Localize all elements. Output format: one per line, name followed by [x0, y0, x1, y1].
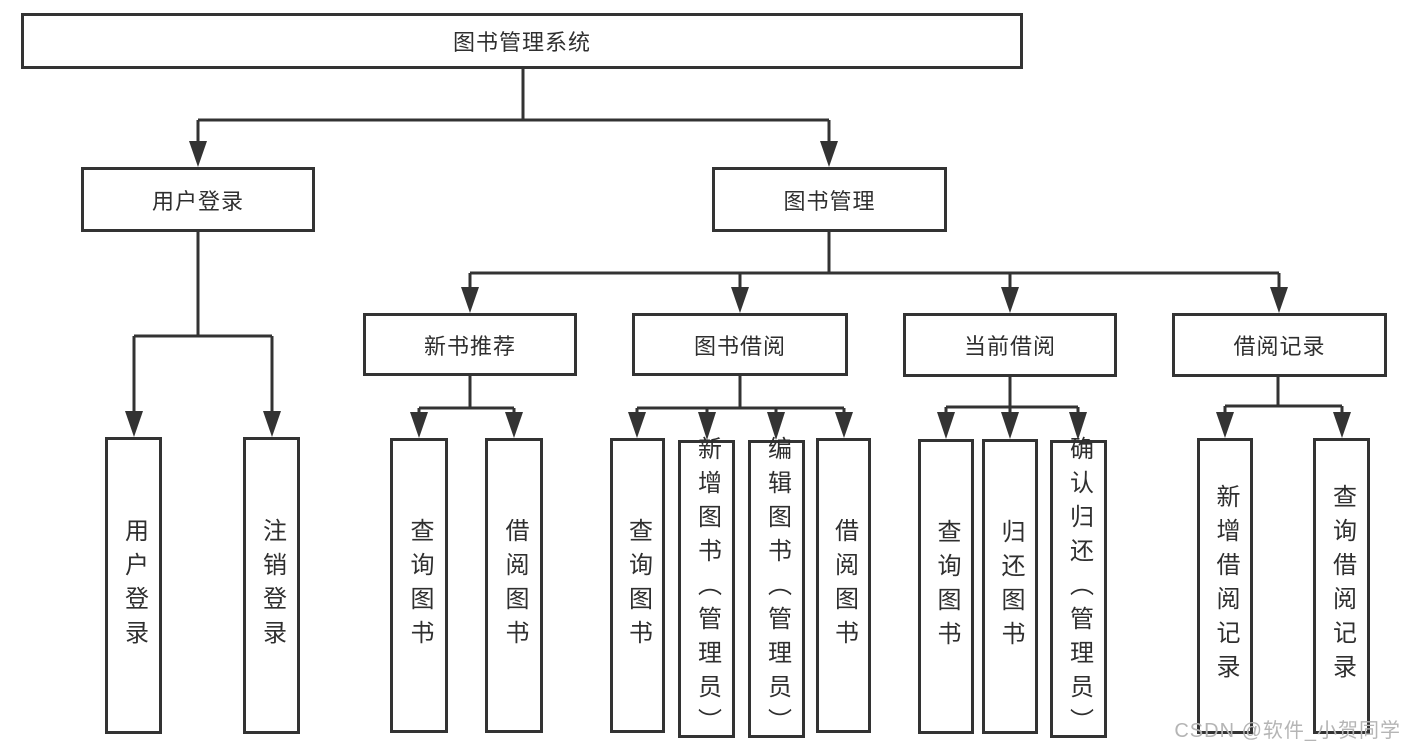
leaf-nb-borrow-books: 借阅图书: [485, 438, 543, 733]
node-root: 图书管理系统: [21, 13, 1023, 69]
leaf-nb-query-books-label: 查询图书: [406, 517, 433, 654]
leaf-user-login-label: 用户登录: [120, 517, 148, 654]
leaf-bb-borrow-books-label: 借阅图书: [830, 517, 858, 654]
leaf-nb-borrow-books-label: 借阅图书: [501, 517, 528, 654]
leaf-bb-query-books-label: 查询图书: [624, 517, 652, 654]
leaf-bb-borrow-books: 借阅图书: [816, 438, 871, 733]
node-new-book-recommend-label: 新书推荐: [423, 333, 516, 359]
leaf-cb-query-books-label: 查询图书: [933, 518, 960, 655]
node-book-management-label: 图书管理: [783, 188, 876, 214]
leaf-bb-query-books: 查询图书: [610, 438, 665, 733]
leaf-cb-confirm-return-admin-label: 确认归还（管理员）: [1065, 436, 1093, 742]
node-new-book-recommend: 新书推荐: [363, 313, 577, 376]
node-borrowing-records-label: 借阅记录: [1233, 334, 1326, 359]
leaf-cb-confirm-return-admin: 确认归还（管理员）: [1050, 436, 1107, 742]
leaf-br-add-record: 新增借阅记录: [1197, 438, 1253, 734]
leaf-bb-add-books-admin-label: 新增图书（管理员）: [693, 436, 721, 742]
leaf-user-login: 用户登录: [105, 437, 162, 734]
node-book-management: 图书管理: [712, 167, 947, 232]
leaf-cb-return-books: 归还图书: [982, 439, 1038, 734]
leaf-br-add-record-label: 新增借阅记录: [1212, 484, 1239, 688]
node-current-borrowing-label: 当前借阅: [963, 334, 1056, 359]
csdn-watermark: CSDN @软件_小贺同学: [1174, 720, 1401, 742]
leaf-bb-edit-books-admin: 编辑图书（管理员）: [748, 436, 805, 742]
leaf-bb-add-books-admin: 新增图书（管理员）: [678, 436, 735, 742]
node-book-borrowing: 图书借阅: [632, 313, 848, 376]
leaf-bb-edit-books-admin-label: 编辑图书（管理员）: [763, 436, 791, 742]
leaf-logout: 注销登录: [243, 437, 300, 734]
leaf-br-query-record: 查询借阅记录: [1313, 438, 1370, 734]
node-root-label: 图书管理系统: [452, 30, 591, 55]
leaf-cb-return-books-label: 归还图书: [997, 518, 1024, 655]
node-user-login-label: 用户登录: [151, 188, 244, 214]
leaf-nb-query-books: 查询图书: [390, 438, 448, 733]
node-borrowing-records: 借阅记录: [1172, 313, 1387, 377]
node-current-borrowing: 当前借阅: [903, 313, 1117, 377]
leaf-br-query-record-label: 查询借阅记录: [1328, 484, 1356, 688]
leaf-cb-query-books: 查询图书: [918, 439, 974, 734]
node-user-login: 用户登录: [81, 167, 315, 232]
node-book-borrowing-label: 图书借阅: [693, 333, 786, 359]
leaf-logout-label: 注销登录: [258, 517, 286, 654]
